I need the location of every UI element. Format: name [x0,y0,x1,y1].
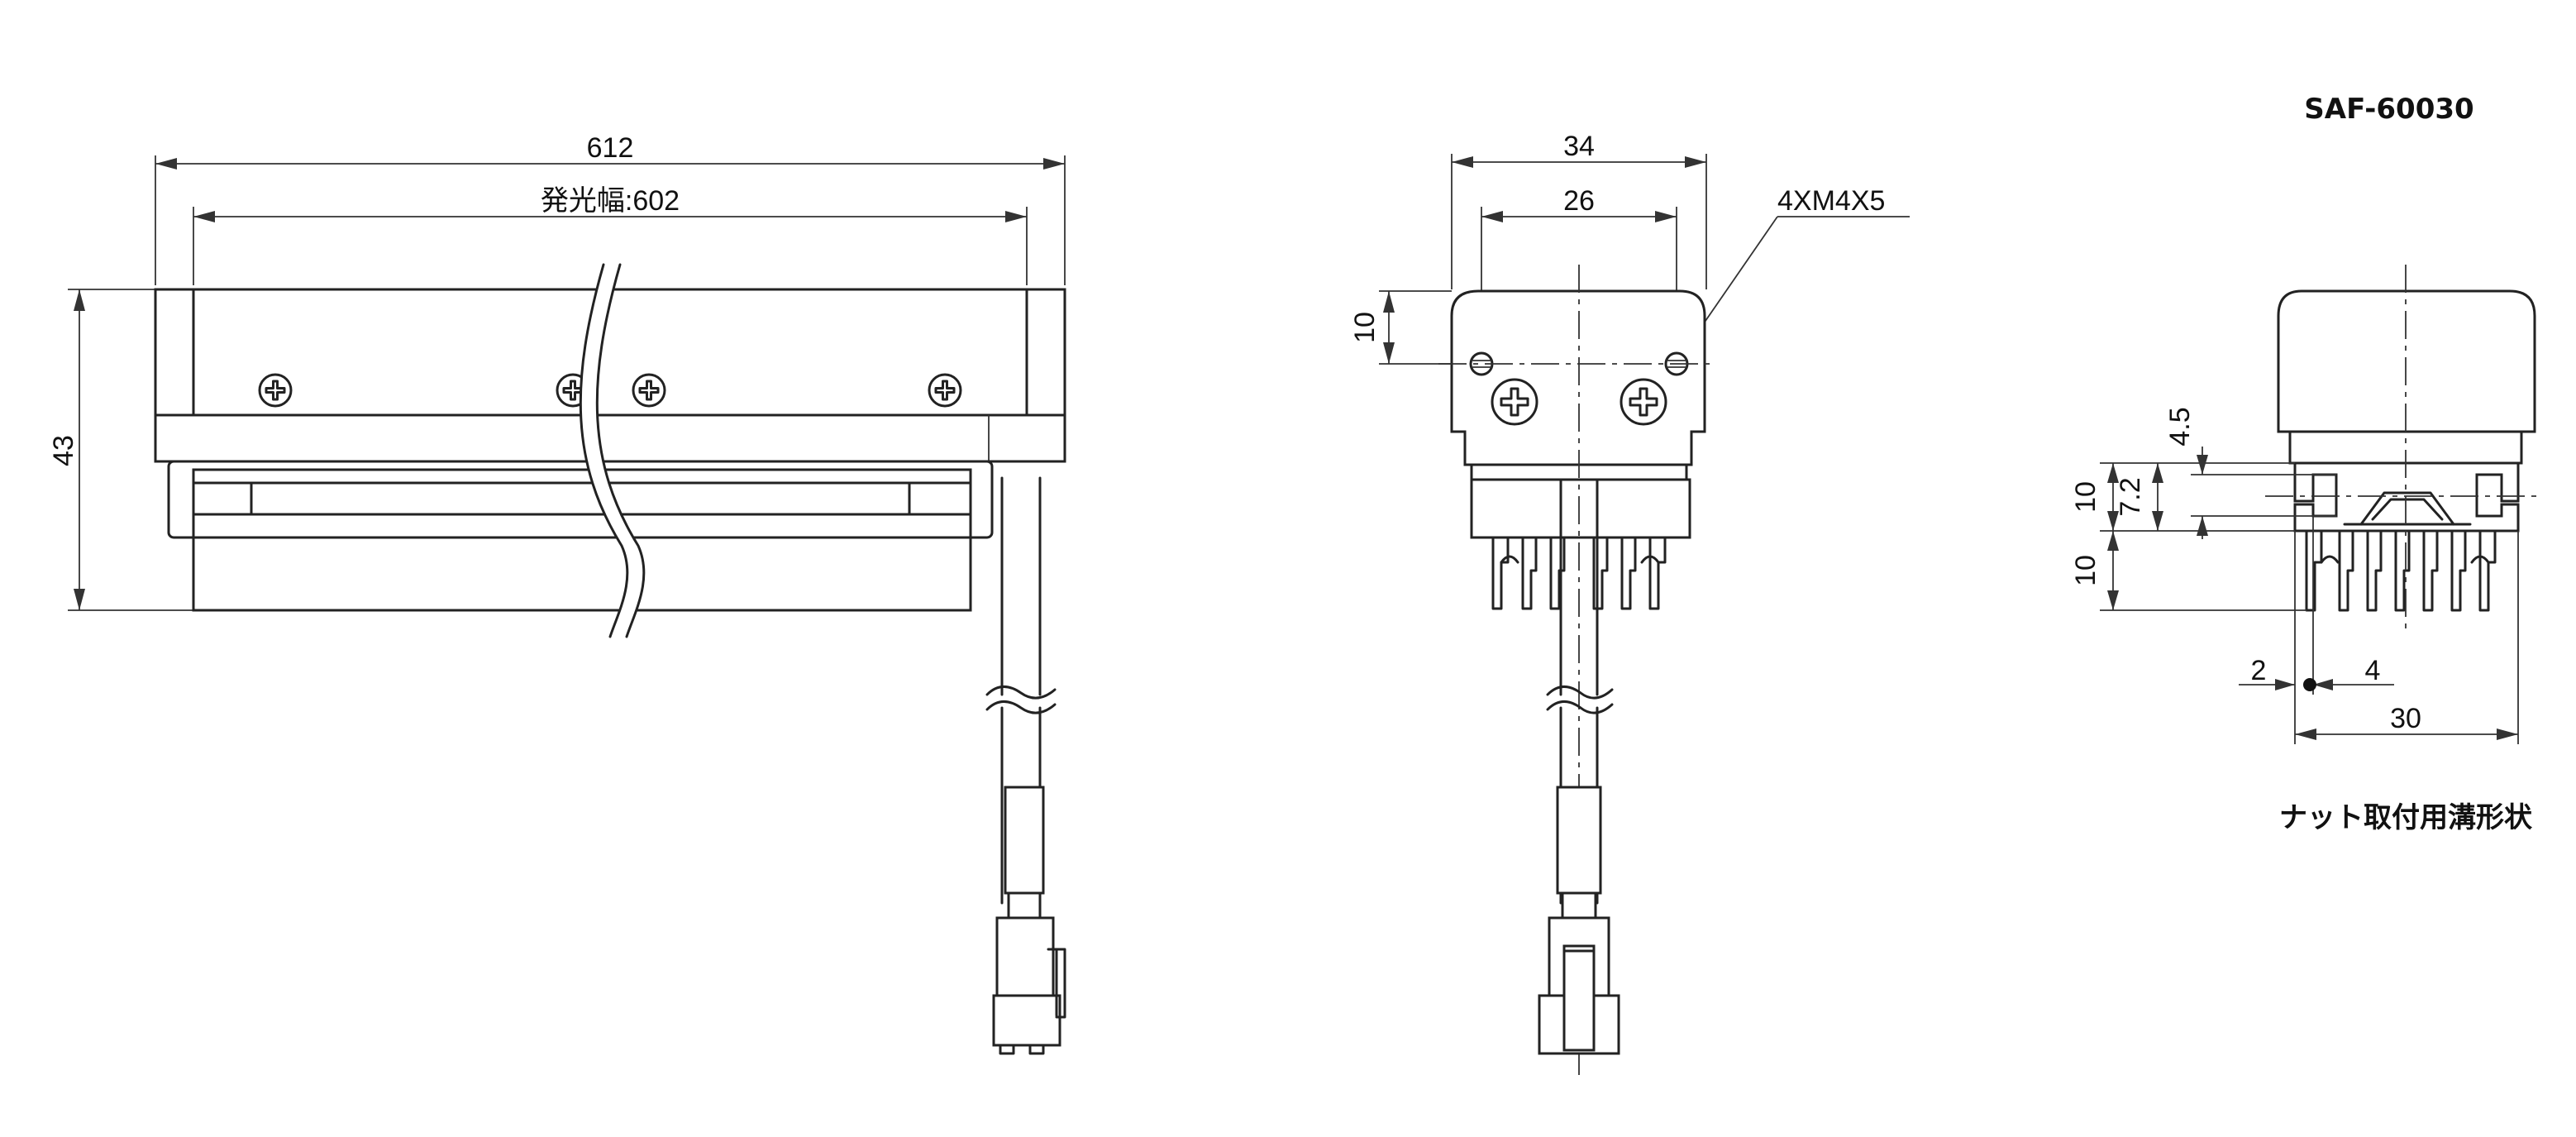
emitting-width-label: 発光幅:602 [541,185,680,217]
screw-spec-label: 4XM4X5 [1777,185,1885,217]
dim-overall-length: 612 [155,132,1066,285]
front-cable [985,476,1066,1055]
dim-width-outer: 34 [1451,131,1707,289]
dim-7-2: 7.2 [2115,463,2163,531]
dim-2-label: 2 [2251,655,2267,686]
width-outer-label: 34 [1563,131,1595,162]
dim-4-5: 4.5 [2164,407,2208,539]
side-cable [1538,478,1620,1055]
dim-30-label: 30 [2390,703,2421,734]
front-view: 612 発光幅:602 43 [48,132,1066,1055]
slot-detail-view: 10 10 7.2 4.5 2 [2070,265,2538,834]
dim-emitting-width: 発光幅:602 [193,185,1028,285]
dim-4-label: 4 [2365,655,2381,686]
side-view: 34 26 10 4XM4X5 [1349,131,1910,1075]
dim-10-upper-label: 10 [2070,481,2101,513]
dim-30: 30 [2295,703,2518,740]
width-holes-label: 26 [1563,185,1595,217]
dim-10-lower-label: 10 [2070,555,2101,586]
heat-sink-fins [1491,536,1667,610]
screw-spec-callout: 4XM4X5 [1678,185,1910,361]
hole-offset-label: 10 [1349,312,1381,343]
overall-length-label: 612 [587,132,634,164]
dim-height: 43 [48,289,193,611]
dim-4-5-label: 4.5 [2164,407,2196,446]
dim-4: 4 [2313,655,2394,690]
slot-caption: ナット取付用溝形状 [2279,801,2533,834]
dim-10-lower: 10 [2070,531,2119,610]
model-label: SAF-60030 [2304,93,2473,126]
height-label: 43 [48,435,79,466]
dim-2: 2 [2239,655,2295,690]
dim-7-2-label: 7.2 [2115,477,2146,516]
heat-sink-fins [2305,529,2497,612]
dim-10-upper: 10 [2070,463,2119,531]
